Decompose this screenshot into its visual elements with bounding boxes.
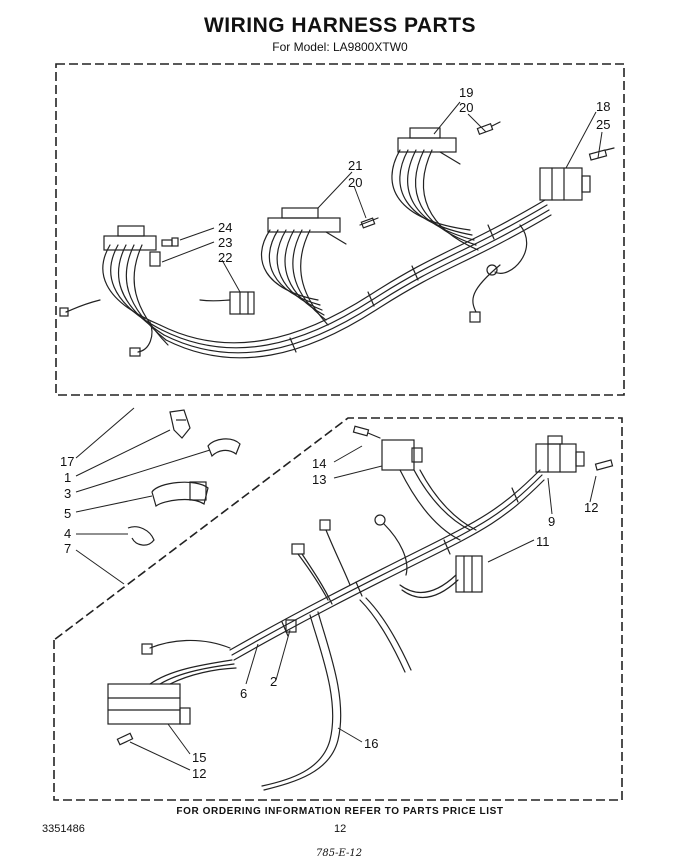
callout-11: 11	[536, 534, 550, 549]
ordering-note: FOR ORDERING INFORMATION REFER TO PARTS …	[176, 806, 504, 817]
callout-25: 25	[596, 117, 610, 132]
callout-15: 15	[192, 750, 206, 765]
callout-23: 23	[218, 235, 232, 250]
callout-12-right: 12	[584, 500, 598, 515]
model-subtitle: For Model: LA9800XTW0	[272, 40, 408, 54]
callout-20-upper: 20	[459, 100, 473, 115]
callout-4: 4	[64, 526, 71, 541]
callout-24: 24	[218, 220, 232, 235]
callout-21: 21	[348, 158, 362, 173]
callout-5: 5	[64, 506, 71, 521]
callout-13: 13	[312, 472, 326, 487]
loose-clip-parts	[127, 409, 241, 546]
callout-19: 19	[459, 85, 473, 100]
callout-18: 18	[596, 99, 610, 114]
callout-20-middle: 20	[348, 175, 362, 190]
page-title: WIRING HARNESS PARTS	[203, 14, 477, 37]
callout-22: 22	[218, 250, 232, 265]
callout-7: 7	[64, 541, 71, 556]
callout-17: 17	[60, 454, 74, 469]
lower-harness-assembly	[107, 425, 614, 791]
document-number: 3351486	[42, 823, 85, 835]
lower-harness-frame	[53, 417, 623, 801]
lower-leader-lines	[75, 407, 597, 771]
upper-harness-assembly	[59, 121, 615, 359]
handwritten-note: 785-E-12	[316, 848, 363, 859]
callout-12-left: 12	[192, 766, 206, 781]
callout-2: 2	[270, 674, 277, 689]
callout-1: 1	[64, 470, 71, 485]
callout-16: 16	[364, 736, 378, 751]
page-number: 12	[334, 823, 347, 835]
callout-6: 6	[240, 686, 247, 701]
upper-leader-lines	[161, 101, 603, 293]
callout-3: 3	[64, 486, 71, 501]
upper-harness-frame	[55, 63, 625, 396]
callout-9: 9	[548, 514, 555, 529]
callout-14: 14	[312, 456, 326, 471]
